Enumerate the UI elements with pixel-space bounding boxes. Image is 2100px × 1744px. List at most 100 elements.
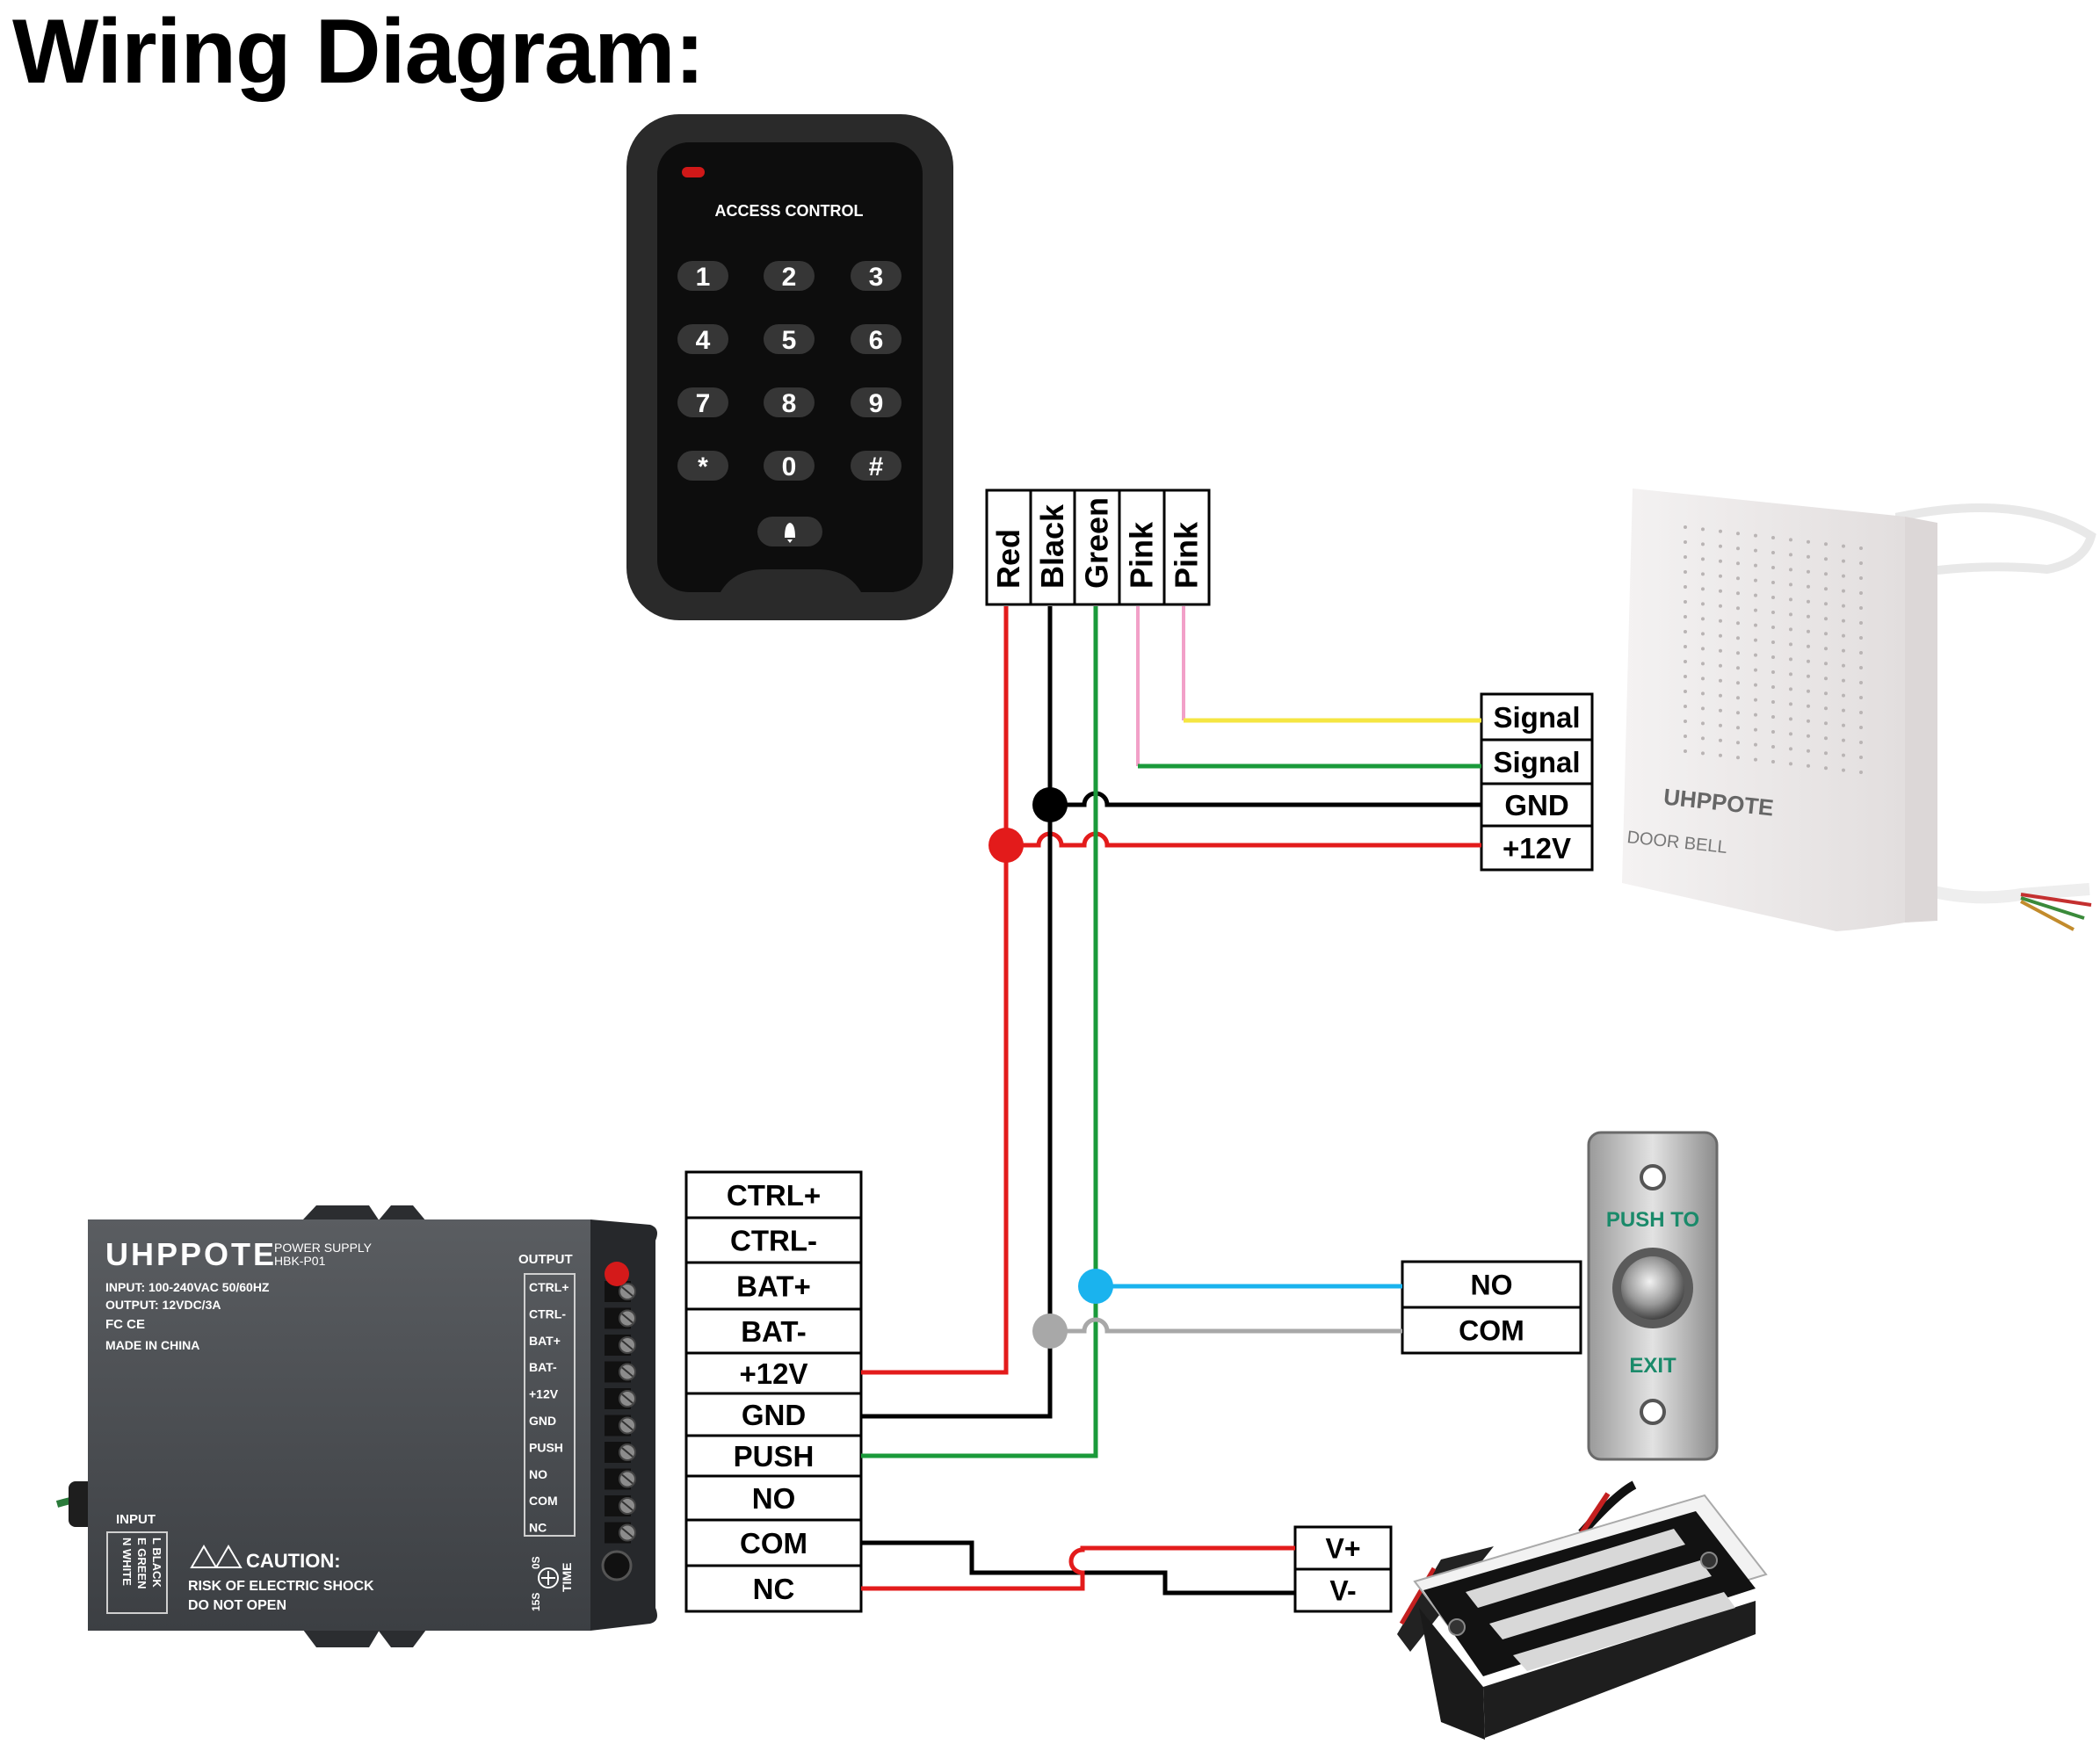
psu-terminal-label: NO xyxy=(752,1482,796,1515)
psu-output-label: GND xyxy=(529,1414,556,1428)
keypad-key[interactable]: 6 xyxy=(851,324,902,355)
lock-terminal-label: V+ xyxy=(1325,1533,1360,1565)
psu-caution-line2: DO NOT OPEN xyxy=(188,1598,286,1613)
wire-black-com-lock xyxy=(861,1540,1295,1596)
doorbell-device: UHPPOTE DOOR BELL xyxy=(1622,488,2096,931)
exit-bottom-text: EXIT xyxy=(1629,1354,1676,1378)
wire-green-main xyxy=(861,606,1098,1458)
keypad-key-label: 5 xyxy=(782,326,797,355)
psu-time-label: TIME xyxy=(560,1563,574,1592)
keypad-key[interactable]: 2 xyxy=(764,261,815,292)
wire-red-12v-bell xyxy=(1006,831,1481,848)
psu-output-heading: OUTPUT xyxy=(518,1252,573,1267)
doorbell-terminal-cell xyxy=(1480,824,1594,872)
screw-bottom-icon xyxy=(1640,1399,1666,1425)
keypad-label: ACCESS CONTROL xyxy=(714,202,863,220)
doorbell-terminal-label: GND xyxy=(1504,789,1568,821)
wire-header-label: Pink xyxy=(1169,521,1205,589)
wire-header-cell xyxy=(1073,488,1121,606)
bell-icon xyxy=(785,523,795,543)
psu-terminal-label: +12V xyxy=(740,1357,808,1390)
psu-output-label: CTRL+ xyxy=(529,1280,569,1294)
exit-button-terminal-table: NO COM xyxy=(1401,1260,1582,1355)
keypad-key[interactable]: * xyxy=(677,451,728,481)
exit-button-device: PUSH TO EXIT xyxy=(1587,1131,1719,1461)
keypad-key-label: 0 xyxy=(782,452,797,481)
wire-red-nc-lock xyxy=(861,1545,1295,1591)
keypad-key[interactable]: 3 xyxy=(851,261,902,292)
power-supply-device: UHPPOTE POWER SUPPLY HBK-P01 INPUT: 100-… xyxy=(55,1205,657,1647)
keypad-key[interactable]: 0 xyxy=(764,451,815,481)
wire-black-main xyxy=(861,606,1053,1419)
doorbell-side xyxy=(1905,517,1937,923)
wire-header-cell xyxy=(985,488,1032,606)
psu-output-label: BAT+ xyxy=(529,1334,561,1348)
keypad-key-label: 1 xyxy=(696,263,711,292)
keypad-key-label: 8 xyxy=(782,389,797,418)
wire-header-label: Green xyxy=(1079,497,1115,589)
psu-made-in: MADE IN CHINA xyxy=(105,1338,199,1352)
wire-header-cell xyxy=(1118,488,1166,606)
wire-red-main xyxy=(861,606,1009,1375)
keypad-key[interactable]: 7 xyxy=(677,387,728,418)
wire-gray-com xyxy=(1050,1317,1402,1334)
keypad-notch xyxy=(721,569,861,592)
psu-terminal-label: PUSH xyxy=(734,1440,815,1473)
psu-output-label: BAT- xyxy=(529,1360,557,1374)
psu-output-label: NO xyxy=(529,1467,547,1481)
lock-strip-3 xyxy=(1513,1592,1735,1671)
psu-terminal-cell xyxy=(684,1518,863,1567)
psu-brand: UHPPOTE xyxy=(105,1236,277,1272)
psu-input-spec: INPUT: 100-240VAC 50/60HZ xyxy=(105,1280,270,1294)
keypad-key[interactable]: 5 xyxy=(764,324,815,355)
psu-time-knob[interactable] xyxy=(601,1550,633,1581)
screw-top-icon xyxy=(1640,1164,1666,1190)
exit-push-button[interactable] xyxy=(1621,1256,1684,1320)
wires xyxy=(861,606,1481,1596)
psu-terminal-cell xyxy=(684,1216,863,1264)
keypad-key-label: 3 xyxy=(869,263,884,292)
doorbell-cable xyxy=(1895,503,2096,581)
psu-subtitle-1: POWER SUPPLY xyxy=(274,1241,373,1255)
keypad-key-label: 4 xyxy=(696,326,711,355)
status-led-icon xyxy=(682,167,705,177)
psu-output-label: NC xyxy=(529,1521,547,1535)
lock-terminal-cell xyxy=(1293,1567,1393,1613)
shock-triangle-icon xyxy=(214,1545,243,1568)
wire-header-label: Black xyxy=(1034,503,1070,589)
keypad-key-label: * xyxy=(698,452,708,481)
exit-terminal-label: NO xyxy=(1471,1270,1513,1301)
psu-time-min: 0S xyxy=(530,1556,542,1569)
page-title: Wiring Diagram: xyxy=(12,1,705,103)
keypad-key[interactable]: 1 xyxy=(677,261,728,292)
junction-red-dot xyxy=(988,828,1024,863)
psu-output-label: COM xyxy=(529,1494,558,1508)
keypad-key[interactable]: 8 xyxy=(764,387,815,418)
junction-black-dot xyxy=(1032,787,1068,822)
time-adjust-icon xyxy=(538,1567,559,1588)
keypad-device: ACCESS CONTROL 1 2 3 4 5 6 7 8 9 * 0 # xyxy=(626,114,953,620)
keypad-key[interactable]: 4 xyxy=(677,324,728,355)
psu-terminal-cell xyxy=(684,1170,863,1219)
lock-terminal-table: V+V- xyxy=(1293,1525,1393,1613)
exit-terminal-label: COM xyxy=(1459,1315,1524,1347)
keypad-key-label: 9 xyxy=(869,389,884,418)
keypad-face xyxy=(657,142,923,592)
psu-terminal-label: GND xyxy=(742,1399,806,1431)
wire-header-label: Pink xyxy=(1124,521,1160,589)
psu-input-legend-item: E GREEN xyxy=(135,1538,148,1589)
psu-terminal-label: BAT- xyxy=(741,1315,807,1348)
keypad-key[interactable]: # xyxy=(851,451,902,481)
psu-terminal-label: COM xyxy=(740,1527,807,1559)
psu-caution-title: CAUTION: xyxy=(246,1550,341,1572)
keypad-key[interactable]: 9 xyxy=(851,387,902,418)
psu-power-led-icon xyxy=(605,1262,629,1286)
psu-output-label: PUSH xyxy=(529,1440,563,1454)
keypad-keys: 1 2 3 4 5 6 7 8 9 * 0 # xyxy=(677,261,902,481)
exit-top-text: PUSH TO xyxy=(1606,1208,1699,1232)
doorbell-terminal-label: Signal xyxy=(1493,746,1580,778)
